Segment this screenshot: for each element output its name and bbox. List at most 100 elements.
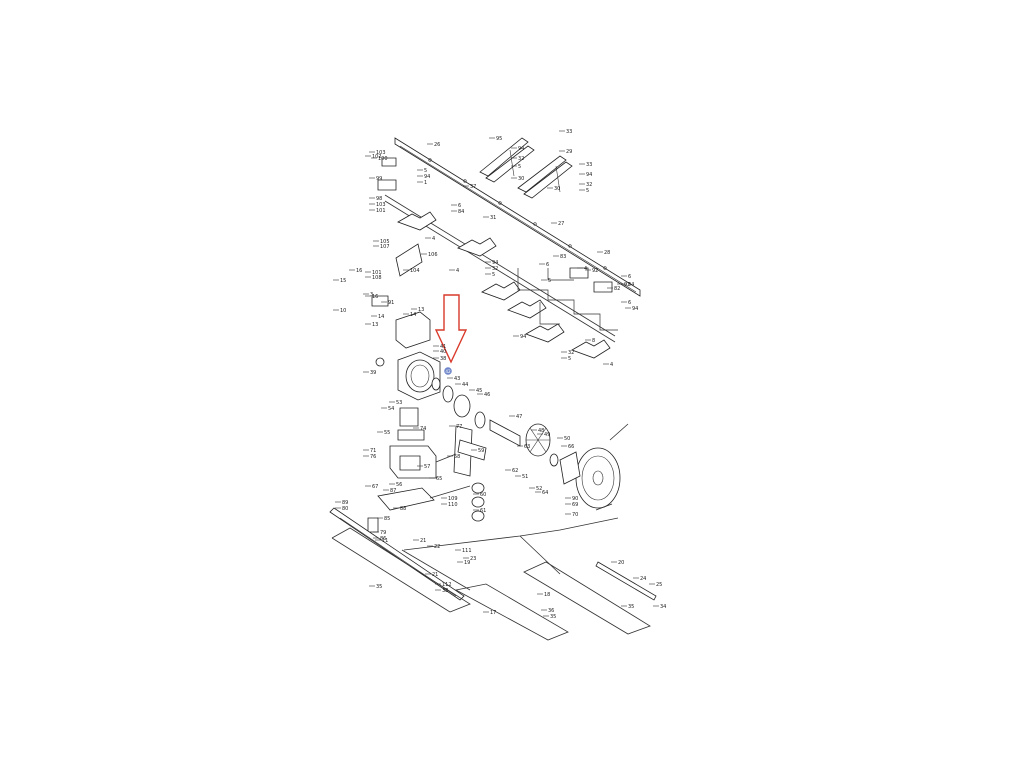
callout-label: 76 bbox=[370, 454, 376, 460]
callout-label: 105 bbox=[380, 239, 390, 245]
callout-label: 14 bbox=[410, 312, 416, 318]
callout-label: 62 bbox=[512, 468, 518, 474]
callout-label: 6 bbox=[628, 300, 631, 306]
callout-label: 39 bbox=[370, 370, 376, 376]
callout-label: 30 bbox=[554, 186, 560, 192]
callout-label: 67 bbox=[372, 484, 378, 490]
dashed-outline bbox=[517, 268, 618, 331]
callout-label: 87 bbox=[390, 488, 396, 494]
callout-label: 15 bbox=[340, 278, 346, 284]
callout-label: 33 bbox=[586, 162, 592, 168]
callout-label: 79 bbox=[380, 530, 386, 536]
highlighted-callout[interactable]: 42 bbox=[444, 367, 452, 375]
callout-label: 51 bbox=[522, 474, 528, 480]
callout-label: 16 bbox=[372, 294, 378, 300]
callout-label: 106 bbox=[428, 252, 438, 258]
callout-label: 41 bbox=[440, 344, 446, 350]
callout-label: 34 bbox=[660, 604, 666, 610]
callout-label: 110 bbox=[448, 502, 458, 508]
callout-label: 94 bbox=[520, 334, 526, 340]
callout-label: 18 bbox=[544, 592, 550, 598]
callout-label: 14 bbox=[378, 314, 384, 320]
callout-label: 48 bbox=[538, 428, 544, 434]
callout-label: 44 bbox=[462, 382, 468, 388]
callout-label: 112 bbox=[442, 582, 452, 588]
callout-label: 92 bbox=[592, 268, 598, 274]
callout-label: 32 bbox=[586, 182, 592, 188]
callout-label: 13 bbox=[418, 307, 424, 313]
callout-label: 17 bbox=[490, 610, 496, 616]
highlighted-callout-label: 42 bbox=[445, 369, 451, 374]
callout-label: 83 bbox=[560, 254, 566, 260]
callout-label: 31 bbox=[490, 215, 496, 221]
callout-label: 60 bbox=[480, 492, 486, 498]
callout-label: 46 bbox=[484, 392, 490, 398]
callout-label: 103 bbox=[376, 202, 386, 208]
callout-label: 47 bbox=[516, 414, 522, 420]
gearbox-housing bbox=[375, 311, 521, 447]
callout-label: 19 bbox=[464, 560, 470, 566]
callout-label: 108 bbox=[372, 275, 382, 281]
callout-label: 5 bbox=[518, 164, 521, 170]
crank-arm-assembly bbox=[367, 407, 487, 533]
part-callout-labels: 2610210310059499198103101379533943253029… bbox=[333, 129, 666, 620]
red-indicator-arrow bbox=[434, 294, 468, 364]
callout-label: 61 bbox=[480, 508, 486, 514]
callout-label: 13 bbox=[372, 322, 378, 328]
callout-label: 20 bbox=[618, 560, 624, 566]
callout-label: 59 bbox=[478, 448, 484, 454]
callout-label: 111 bbox=[462, 548, 472, 554]
callout-label: 80 bbox=[342, 506, 348, 512]
callout-label: 28 bbox=[604, 250, 610, 256]
callout-label: 23 bbox=[470, 556, 476, 562]
callout-label: 85 bbox=[384, 516, 390, 522]
callout-label: 66 bbox=[568, 444, 574, 450]
callout-label: 40 bbox=[440, 349, 446, 355]
callout-label: 53 bbox=[396, 400, 402, 406]
callout-label: 54 bbox=[388, 406, 394, 412]
callout-label: 16 bbox=[356, 268, 362, 274]
callout-label: 63 bbox=[524, 444, 530, 450]
callout-label: 5 bbox=[424, 168, 427, 174]
callout-label: 103 bbox=[376, 150, 386, 156]
callout-label: 94 bbox=[628, 282, 634, 288]
callout-label: 77 bbox=[456, 424, 462, 430]
callout-label: 32 bbox=[492, 266, 498, 272]
callout-label: 64 bbox=[542, 490, 548, 496]
callout-label: 4 bbox=[584, 266, 587, 272]
callout-label: 3 bbox=[370, 292, 373, 298]
callout-label: 26 bbox=[434, 142, 440, 148]
callout-label: 38 bbox=[440, 356, 446, 362]
pulley-assembly bbox=[525, 423, 629, 511]
lower-knife-bars bbox=[329, 507, 657, 641]
callout-label: 5 bbox=[586, 188, 589, 194]
callout-label: 86 bbox=[380, 536, 386, 542]
callout-label: 109 bbox=[448, 496, 458, 502]
callout-label: 104 bbox=[410, 268, 420, 274]
callout-label: 6 bbox=[458, 203, 461, 209]
callout-label: 27 bbox=[558, 221, 564, 227]
callout-label: 90 bbox=[572, 496, 578, 502]
callout-label: 5 bbox=[568, 356, 571, 362]
callout-label: 50 bbox=[564, 436, 570, 442]
callout-label: 35 bbox=[550, 614, 556, 620]
callout-label: 45 bbox=[476, 388, 482, 394]
callout-label: 94 bbox=[492, 260, 498, 266]
callout-label: 6 bbox=[628, 274, 631, 280]
callout-label: 101 bbox=[372, 270, 382, 276]
callout-label: 30 bbox=[518, 176, 524, 182]
callout-label: 38 bbox=[442, 588, 448, 594]
callout-label: 84 bbox=[458, 209, 464, 215]
callout-label: 65 bbox=[436, 476, 442, 482]
callout-label: 10 bbox=[340, 308, 346, 314]
callout-label: 71 bbox=[370, 448, 376, 454]
callout-label: 94 bbox=[632, 306, 638, 312]
callout-label: 94 bbox=[518, 146, 524, 152]
callout-label: 49 bbox=[544, 432, 550, 438]
callout-label: 6 bbox=[546, 262, 549, 268]
callout-label: 69 bbox=[572, 502, 578, 508]
callout-label: 74 bbox=[420, 426, 426, 432]
callout-label: 58 bbox=[454, 454, 460, 460]
callout-label: 1 bbox=[424, 180, 427, 186]
